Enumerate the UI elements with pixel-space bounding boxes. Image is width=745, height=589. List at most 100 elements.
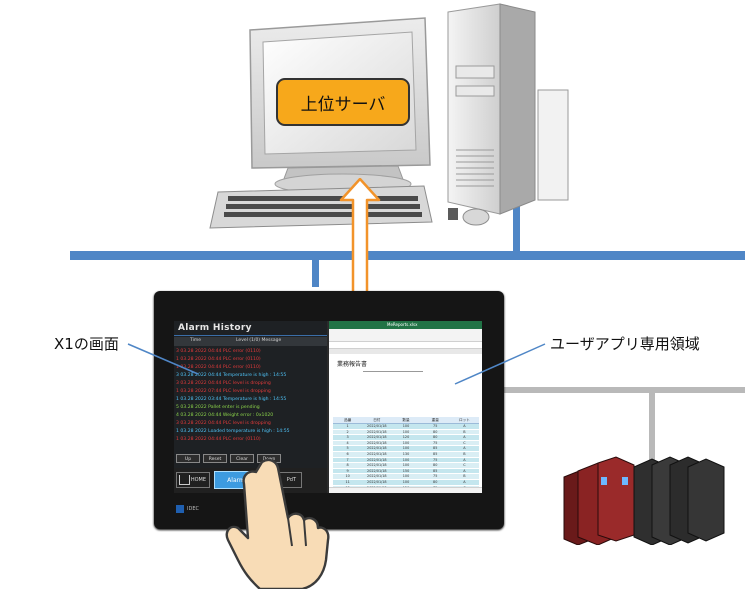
alarm-footer: UpResetClearDown <box>176 454 326 464</box>
table-cell: B <box>463 429 466 434</box>
alarm-row[interactable]: 1 03.28 2022 07:44 PLC level is dropping <box>176 389 271 394</box>
column-header: Time Level (1/0) Message <box>174 337 327 346</box>
table-cell: 2022/01/18 <box>367 440 387 445</box>
table-cell: 8 <box>346 463 349 468</box>
table-cell: 100 <box>402 457 410 462</box>
callout-x1-label: X1の画面 <box>54 335 119 353</box>
footer-button-up[interactable]: Up <box>176 454 200 463</box>
callout-x1-line <box>127 343 199 375</box>
alarm-row[interactable]: 3 03.28 2022 04:44 PLC level is dropping <box>176 381 271 386</box>
brand-icon <box>176 505 184 513</box>
server-label-box: 上位サーバ <box>276 78 410 126</box>
home-icon <box>179 475 190 485</box>
table-cell: 6 <box>346 451 349 456</box>
table-cell: 85 <box>433 468 438 473</box>
table-cell: 100 <box>402 446 410 451</box>
footer-button-reset[interactable]: Reset <box>203 454 227 463</box>
table-cell: B <box>463 451 466 456</box>
table-cell: 1 <box>346 424 349 428</box>
table-cell: 2022/01/18 <box>367 474 387 479</box>
table-cell: A <box>463 479 466 484</box>
table-header-cell: 数量 <box>402 418 410 422</box>
table-row[interactable]: 1 2022/01/18 100 75 A <box>333 424 479 430</box>
table-header-cell: ロット <box>459 418 470 422</box>
table-cell: 2022/01/18 <box>367 468 387 473</box>
network-bus <box>70 251 745 260</box>
table-cell: 2022/01/18 <box>367 424 387 428</box>
table-cell: 100 <box>402 429 410 434</box>
table-cell: 120 <box>402 435 410 440</box>
table-cell: 2022/01/18 <box>367 429 387 434</box>
footer-button-clear[interactable]: Clear <box>230 454 254 463</box>
alarm-row[interactable]: 3 03.28 2022 04:44 Temperature is high :… <box>176 373 287 378</box>
excel-titlebar: MeReports.xlsx <box>329 321 482 329</box>
title-underline <box>174 335 327 336</box>
excel-formula-bar <box>329 342 482 349</box>
table-cell: 2022/01/18 <box>367 451 387 456</box>
alarm-row[interactable]: 3 03.28 2022 04:44 PLC error (0110) <box>176 349 261 354</box>
table-cell: 75 <box>433 440 438 445</box>
callout-user-line <box>454 343 546 385</box>
table-cell: A <box>463 435 466 440</box>
table-cell: 7 <box>346 457 349 462</box>
table-cell: A <box>463 457 466 462</box>
alarm-row[interactable]: 1 03.28 2022 03:44 Temperature is high :… <box>176 397 287 402</box>
table-cell: 100 <box>402 479 410 484</box>
plc-modules <box>563 456 725 545</box>
pdt-label: PdT <box>286 477 296 483</box>
table-row[interactable]: 7 2022/01/18 100 75 A <box>333 457 479 464</box>
home-button[interactable]: HOME <box>176 472 210 488</box>
table-cell: 100 <box>402 424 410 428</box>
alarm-list: 3 03.28 2022 04:44 PLC error (0110) 1 03.… <box>176 348 326 448</box>
brand-text: IDEC <box>187 506 199 512</box>
col-message: Level (1/0) Message <box>236 338 282 343</box>
table-cell: 100 <box>402 463 410 468</box>
hand-pointer <box>225 458 330 589</box>
alarm-label: Alarm <box>227 476 245 484</box>
alarm-row[interactable]: 1 03.28 2022 04:44 PLC error (0110) <box>176 437 261 442</box>
table-cell: 2022/01/18 <box>367 446 387 451</box>
alarm-row[interactable]: 1 03.28 2022 04:44 PLC error (0110) <box>176 365 261 370</box>
table-cell: C <box>463 463 466 468</box>
form-title: 業務報告書 <box>337 361 368 368</box>
col-time: Time <box>190 338 202 343</box>
excel-ribbon <box>329 329 482 342</box>
alarm-row[interactable]: 1 03.28 2022 Loaded temperature is high … <box>176 429 290 434</box>
alarm-row[interactable]: 1 03.28 2022 04:44 PLC error (0110) <box>176 357 261 362</box>
table-cell: 2022/01/18 <box>367 435 387 440</box>
table-cell: 80 <box>433 429 438 434</box>
table-cell: A <box>463 468 466 473</box>
table-cell: C <box>463 440 466 445</box>
table-cell: 2022/01/18 <box>367 457 387 462</box>
table-cell: A <box>463 424 466 428</box>
brand-logo: IDEC <box>176 505 199 513</box>
table-cell: 3 <box>346 435 349 440</box>
table-cell: 85 <box>433 446 438 451</box>
table-cell: 150 <box>402 468 410 473</box>
network-drop-hmi <box>312 255 319 287</box>
table-cell: 75 <box>433 424 438 428</box>
table-cell: 75 <box>433 474 438 479</box>
table-cell: 85 <box>433 451 438 456</box>
alarm-row[interactable]: 5 03.28 2022 Pallet enter is pending <box>176 405 260 410</box>
alarm-row[interactable]: 4 03.28 2022 04:44 Weight error : 0x1020 <box>176 413 274 418</box>
app-title: Alarm History <box>178 323 252 333</box>
server-label: 上位サーバ <box>300 94 386 115</box>
plc-device <box>563 456 725 545</box>
table-cell: 130 <box>402 451 410 456</box>
table-header-cell: 日付 <box>373 418 381 422</box>
table-cell: 75 <box>433 457 438 462</box>
hmi-screen: Alarm History Time Level (1/0) Message 3… <box>174 321 482 493</box>
table-row[interactable]: 6 2022/01/18 130 85 B <box>333 451 479 458</box>
alarm-row[interactable]: 3 03.28 2022 04:44 PLC level is dropping <box>176 421 271 426</box>
table-cell: 100 <box>402 440 410 445</box>
